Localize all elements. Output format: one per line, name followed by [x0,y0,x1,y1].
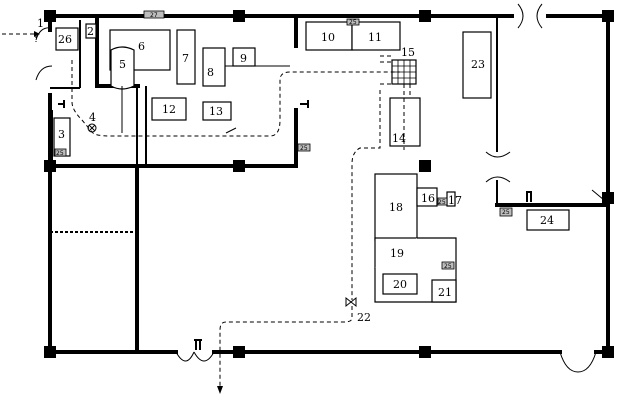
label-10: 10 [321,31,335,44]
label-5: 5 [119,58,126,71]
label-13: 13 [209,105,223,118]
tags: 27 25 25 25 25 25 25 [54,10,513,270]
label-8: 8 [207,66,214,79]
fixtures [58,100,532,350]
arrow-in-icon [34,31,40,37]
unit-18 [374,173,418,241]
unit-13 [202,101,232,121]
unit-12 [151,97,187,121]
unit-23 [462,31,492,99]
unit-10 [305,21,353,51]
equipment [53,21,570,303]
symbols [87,65,357,308]
label-7: 7 [182,52,189,65]
unit-2 [85,23,97,39]
label-3: 3 [58,128,65,141]
svg-text:25: 25 [56,150,64,157]
label-11: 11 [368,31,382,44]
label-1: 1 [37,17,44,30]
label-19: 19 [390,247,404,260]
label-4: 4 [89,111,96,124]
label-16: 16 [421,192,435,205]
svg-text:25: 25 [438,199,446,206]
label-14: 14 [392,132,406,145]
unit-26 [55,27,79,51]
label-24: 24 [540,214,554,227]
svg-text:25: 25 [444,263,452,270]
label-6: 6 [138,40,145,53]
unit-14 [389,97,421,147]
label-22: 22 [357,311,371,324]
label-20: 20 [393,278,407,291]
label-9: 9 [240,52,247,65]
arrow-out-icon [217,386,223,394]
label-26: 26 [58,33,72,46]
flow-paths [2,33,411,386]
label-18: 18 [389,201,403,214]
doors [35,3,605,373]
unit-7 [176,29,196,85]
unit-24 [526,209,570,231]
svg-text:25: 25 [502,209,510,216]
svg-text:27: 27 [150,12,158,19]
unit-21 [431,279,457,303]
unit-11 [351,21,401,51]
label-2: 2 [87,25,94,38]
pillars [44,10,614,358]
labels: 1 2 3 4 5 6 7 8 9 10 11 12 13 14 15 16 1… [37,17,554,324]
label-12: 12 [162,103,176,116]
unit-8 [202,47,226,87]
outer-walls [48,14,610,354]
label-21: 21 [438,286,452,299]
unit-20 [382,273,418,295]
label-17: 17 [448,194,462,207]
svg-text:25: 25 [349,19,357,26]
label-23: 23 [471,58,485,71]
unit-5 [110,46,135,90]
svg-text:25: 25 [300,145,308,152]
label-15: 15 [401,46,415,59]
unit-16 [416,187,438,207]
unit-15-grid [391,59,417,85]
inner-walls [48,14,610,354]
